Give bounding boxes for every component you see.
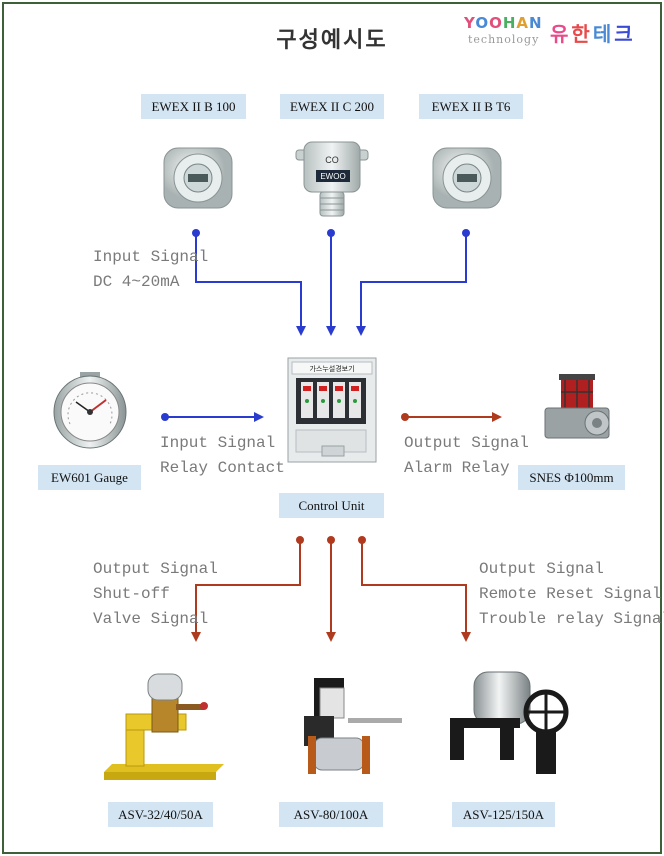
co-marking: CO [325, 155, 339, 165]
sensor-label-1: EWEX II B 100 [141, 94, 246, 119]
output-signal-right-2: Alarm Relay [404, 459, 510, 477]
input-dot-gauge [161, 413, 169, 421]
logo-brand: YOOHAN [464, 14, 543, 32]
output-dot-3 [358, 536, 366, 544]
output-left-3: Valve Signal [93, 610, 209, 628]
output-right-2: Remote Reset Signal [479, 585, 662, 603]
input-dot-3 [462, 229, 470, 237]
shutoff-valve-small-icon [104, 673, 224, 780]
sensor-label-2: EWEX II C 200 [280, 94, 384, 119]
output-dot-2 [327, 536, 335, 544]
output-dot-siren [401, 413, 409, 421]
siren-label: SNES Φ100mm [518, 465, 625, 490]
control-unit-cabinet-icon: 가스누설경보기 [287, 357, 377, 463]
valve-label-1: ASV-32/40/50A [108, 802, 213, 827]
input-signal-left-2: Relay Contact [160, 459, 285, 477]
logo-sub: technology [468, 33, 540, 46]
output-left-2: Shut-off [93, 585, 170, 603]
panel-title: 가스누설경보기 [309, 364, 354, 373]
input-line-sensor-1 [195, 233, 306, 336]
logo-korean-letter: 유 [550, 22, 572, 46]
logo-korean: 유한테크 [550, 18, 636, 47]
diagram-title: 구성예시도 [276, 28, 388, 53]
sensor-label-3: EWEX II B T6 [419, 94, 523, 119]
output-line-valve-1 [191, 540, 301, 642]
output-left-1: Output Signal [93, 560, 218, 578]
input-signal-top-2: DC 4~20mA [93, 273, 180, 291]
input-dot-1 [192, 229, 200, 237]
company-logo: YOOHAN technology 유한테크 [464, 14, 654, 50]
input-line-sensor-3 [356, 233, 467, 336]
output-dot-1 [296, 536, 304, 544]
logo-brand-letter: Y [464, 14, 476, 32]
control-unit-label: Control Unit [279, 493, 384, 518]
logo-korean-letter: 크 [614, 22, 636, 46]
logo-korean-letter: 한 [571, 22, 593, 46]
gas-detector-2-icon: CO EWOO [295, 141, 369, 217]
logo-brand-letter: O [475, 14, 490, 32]
valve-label-3: ASV-125/150A [452, 802, 555, 827]
valve-label-2: ASV-80/100A [279, 802, 383, 827]
output-line-valve-3 [361, 540, 471, 642]
logo-brand-letter: N [529, 14, 543, 32]
shutoff-valve-medium-icon [304, 678, 402, 774]
logo-brand-letter: A [516, 14, 530, 32]
input-signal-top-1: Input Signal [93, 248, 209, 266]
gauge-label: EW601 Gauge [38, 465, 141, 490]
shutoff-valve-large-icon [450, 671, 569, 774]
siren-light-icon [544, 374, 610, 439]
gas-detector-1-icon [163, 147, 233, 209]
logo-brand-letter: H [502, 14, 517, 32]
output-right-3: Trouble relay Signal [479, 610, 664, 628]
input-signal-left-1: Input Signal [160, 434, 276, 452]
gas-detector-3-icon [432, 147, 502, 209]
logo-korean-letter: 테 [592, 22, 615, 46]
output-right-1: Output Signal [479, 560, 604, 578]
logo-brand-letter: O [489, 14, 503, 32]
input-dot-2 [327, 229, 335, 237]
pressure-gauge-icon [53, 372, 127, 449]
device-brand: EWOO [320, 172, 345, 181]
output-signal-right-1: Output Signal [404, 434, 529, 452]
